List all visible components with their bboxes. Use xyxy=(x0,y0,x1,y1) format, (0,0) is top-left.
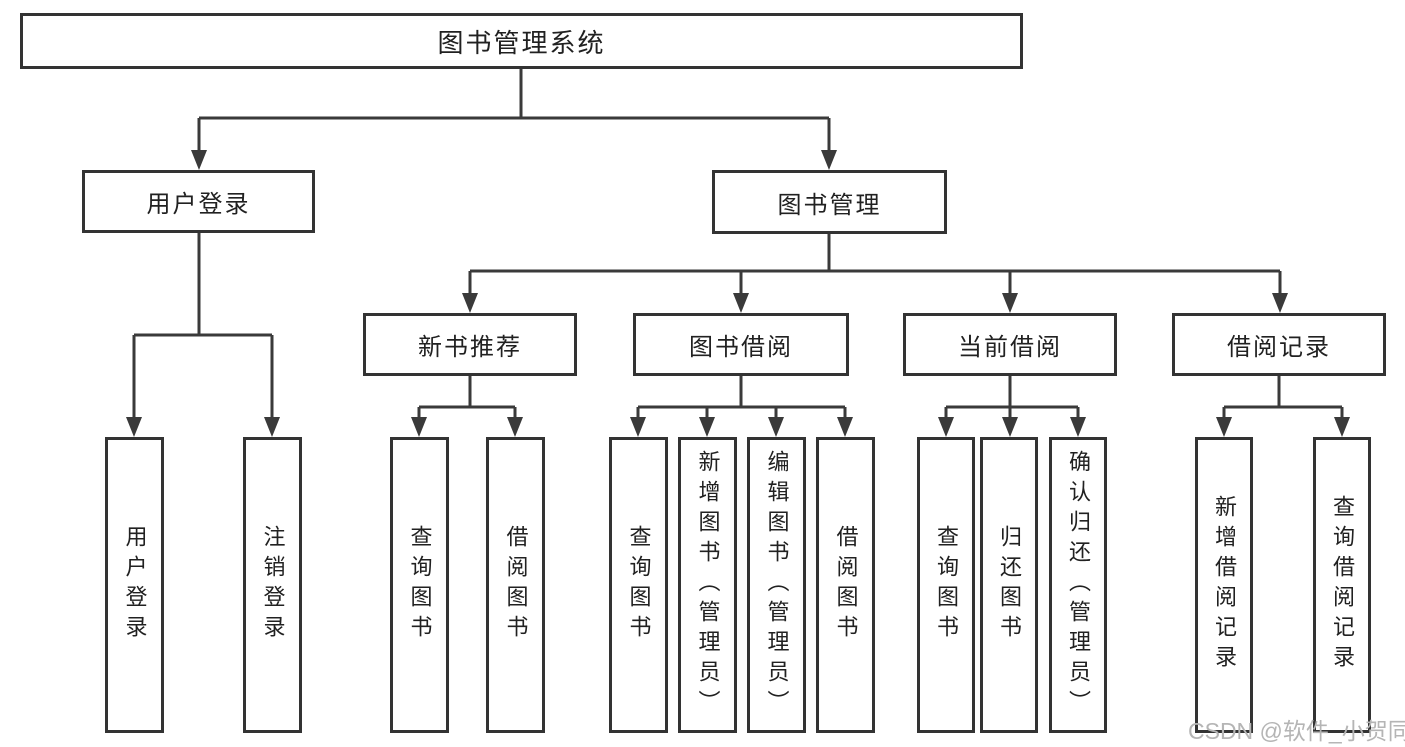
node-new-book-recommend: 新书推荐 xyxy=(363,313,577,376)
leaf-label: 新增图书（管理员） xyxy=(695,450,721,720)
leaf-edit-book-admin: 编辑图书（管理员） xyxy=(747,437,806,733)
leaf-logout: 注销登录 xyxy=(243,437,302,733)
node-book-management: 图书管理 xyxy=(712,170,947,234)
leaf-label: 注销登录 xyxy=(260,525,286,645)
leaf-label: 编辑图书（管理员） xyxy=(764,450,790,720)
leaf-label: 查询图书 xyxy=(934,525,959,645)
node-label: 借阅记录 xyxy=(1227,334,1331,361)
leaf-query-books-current: 查询图书 xyxy=(917,437,975,733)
node-user-login: 用户登录 xyxy=(82,170,315,233)
node-label: 图书管理 xyxy=(777,191,882,219)
csdn-watermark: CSDN @软件_小贺同学 xyxy=(1188,718,1405,744)
node-label: 图书借阅 xyxy=(689,334,793,361)
leaf-return-book: 归还图书 xyxy=(980,437,1038,733)
leaf-query-borrow-record: 查询借阅记录 xyxy=(1313,437,1371,733)
leaf-add-borrow-record: 新增借阅记录 xyxy=(1195,437,1253,733)
node-current-borrow: 当前借阅 xyxy=(903,313,1117,376)
leaf-confirm-return-admin: 确认归还（管理员） xyxy=(1049,437,1107,733)
leaf-label: 查询借阅记录 xyxy=(1330,495,1355,675)
leaf-label: 归还图书 xyxy=(997,525,1022,645)
leaf-query-books-recommend: 查询图书 xyxy=(390,437,449,733)
node-label: 当前借阅 xyxy=(958,334,1062,361)
node-label: 新书推荐 xyxy=(418,334,522,361)
leaf-label: 用户登录 xyxy=(122,525,148,645)
node-library-system: 图书管理系统 xyxy=(20,13,1023,69)
node-label: 图书管理系统 xyxy=(437,27,606,58)
leaf-label: 查询图书 xyxy=(626,525,652,645)
node-book-borrow: 图书借阅 xyxy=(633,313,849,376)
leaf-add-book-admin: 新增图书（管理员） xyxy=(678,437,737,733)
leaf-label: 确认归还（管理员） xyxy=(1066,450,1091,720)
leaf-borrow-books: 借阅图书 xyxy=(816,437,875,733)
node-borrow-records: 借阅记录 xyxy=(1172,313,1386,376)
leaf-label: 借阅图书 xyxy=(503,525,529,645)
arrowhead-icons xyxy=(126,150,1350,437)
leaf-label: 借阅图书 xyxy=(833,525,859,645)
node-label: 用户登录 xyxy=(146,191,251,218)
leaf-borrow-books-recommend: 借阅图书 xyxy=(486,437,545,733)
leaf-query-books-borrow: 查询图书 xyxy=(609,437,668,733)
leaf-label: 新增借阅记录 xyxy=(1212,495,1237,675)
leaf-label: 查询图书 xyxy=(407,525,433,645)
leaf-user-login: 用户登录 xyxy=(105,437,164,733)
